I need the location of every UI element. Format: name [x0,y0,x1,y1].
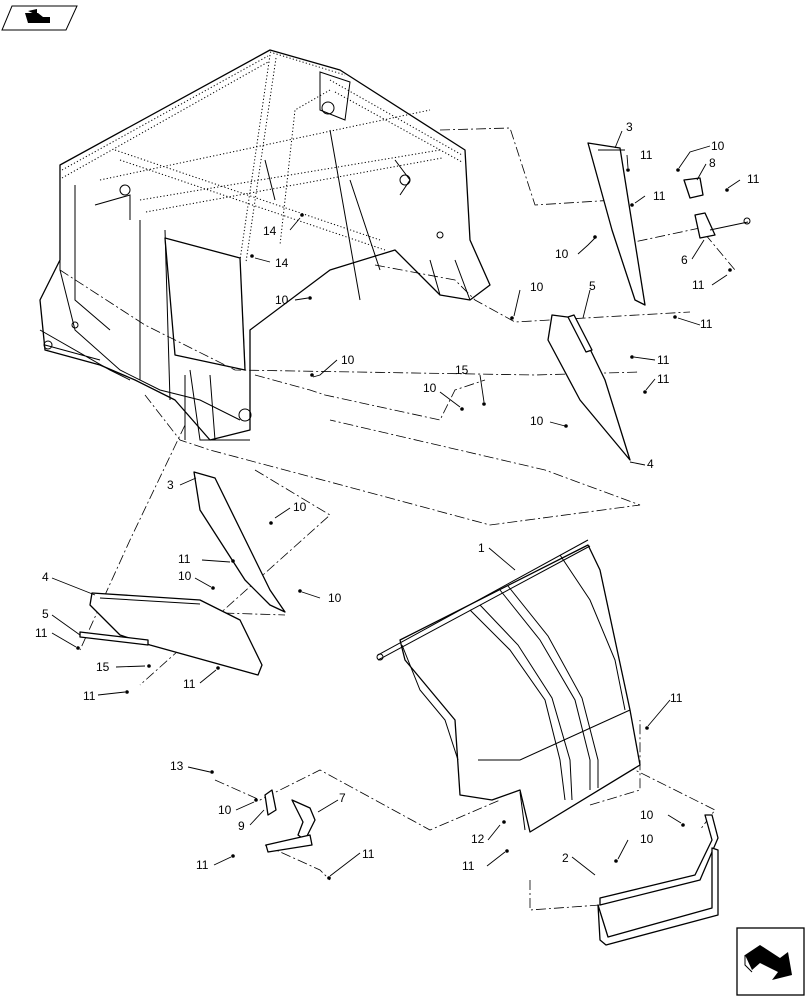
callout-10: 10 [640,808,654,822]
callout-12: 12 [471,832,485,846]
callout-1: 1 [478,541,485,555]
callout-10: 10 [328,591,342,605]
callout-11: 11 [657,353,670,367]
callout-11: 11 [178,552,191,566]
leader-lines [51,130,741,877]
callout-4: 4 [42,570,49,584]
bracket-9 [264,789,277,816]
callout-11: 11 [362,847,375,861]
upper-panel-4 [547,314,631,461]
callout-11: 11 [196,858,209,872]
callout-11: 11 [657,372,670,386]
callout-11: 11 [83,689,96,703]
bracket-8 [683,177,704,199]
bottom-frame-2 [597,814,719,946]
mid-strip-5 [79,631,149,646]
callout-10: 10 [275,293,289,307]
callout-3: 3 [167,478,174,492]
mid-deflector-3 [193,471,286,613]
callout-13: 13 [170,759,184,773]
upper-deflector-3 [587,142,646,306]
callout-10: 10 [178,569,192,583]
callout-11: 11 [653,189,666,203]
callout-11: 11 [35,626,48,640]
callout-10: 10 [293,500,307,514]
callout-15: 15 [455,363,469,377]
callout-5: 5 [42,607,49,621]
callout-10: 10 [530,414,544,428]
callout-11: 11 [183,677,196,691]
bracket-7 [265,799,316,853]
callout-11: 11 [747,172,760,186]
callout-7: 7 [339,791,346,805]
upper-strip-5 [567,314,593,353]
main-shield-1 [376,539,641,833]
callout-8: 8 [709,156,716,170]
callout-10: 10 [530,280,544,294]
callout-11: 11 [700,317,713,331]
callout-6: 6 [681,253,688,267]
callout-11: 11 [692,278,705,292]
hardware-bolts [76,168,732,880]
callout-15: 15 [96,660,110,674]
mid-panel-4 [89,592,263,676]
book-icon[interactable] [1,5,78,31]
callout-5: 5 [589,279,596,293]
callout-10: 10 [218,803,232,817]
rod-6 [694,212,751,239]
callout-2: 2 [562,851,569,865]
callout-11: 11 [670,691,683,705]
callout-10: 10 [640,832,654,846]
callout-10: 10 [341,353,355,367]
next-page-arrow-icon[interactable] [736,927,805,996]
callout-11: 11 [462,859,475,873]
callout-10: 10 [423,381,437,395]
callout-10: 10 [711,139,725,153]
callout-11: 11 [640,148,653,162]
callout-10: 10 [555,247,569,261]
callout-14: 14 [263,224,277,238]
callout-3: 3 [626,120,633,134]
frame-assembly [39,49,491,441]
callout-labels: 3 10 11 8 11 11 10 6 11 10 5 11 11 15 11… [35,120,760,873]
callout-14: 14 [275,256,289,270]
callout-4: 4 [647,457,654,471]
callout-9: 9 [238,819,245,833]
